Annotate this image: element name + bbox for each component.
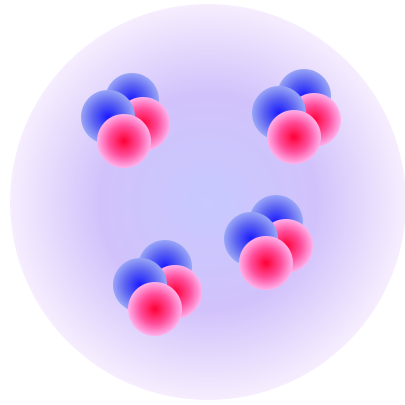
proton-particle <box>97 114 151 168</box>
proton-particle <box>128 282 182 336</box>
proton-particle <box>267 110 321 164</box>
proton-particle <box>239 236 293 290</box>
electron-cloud <box>10 4 405 400</box>
